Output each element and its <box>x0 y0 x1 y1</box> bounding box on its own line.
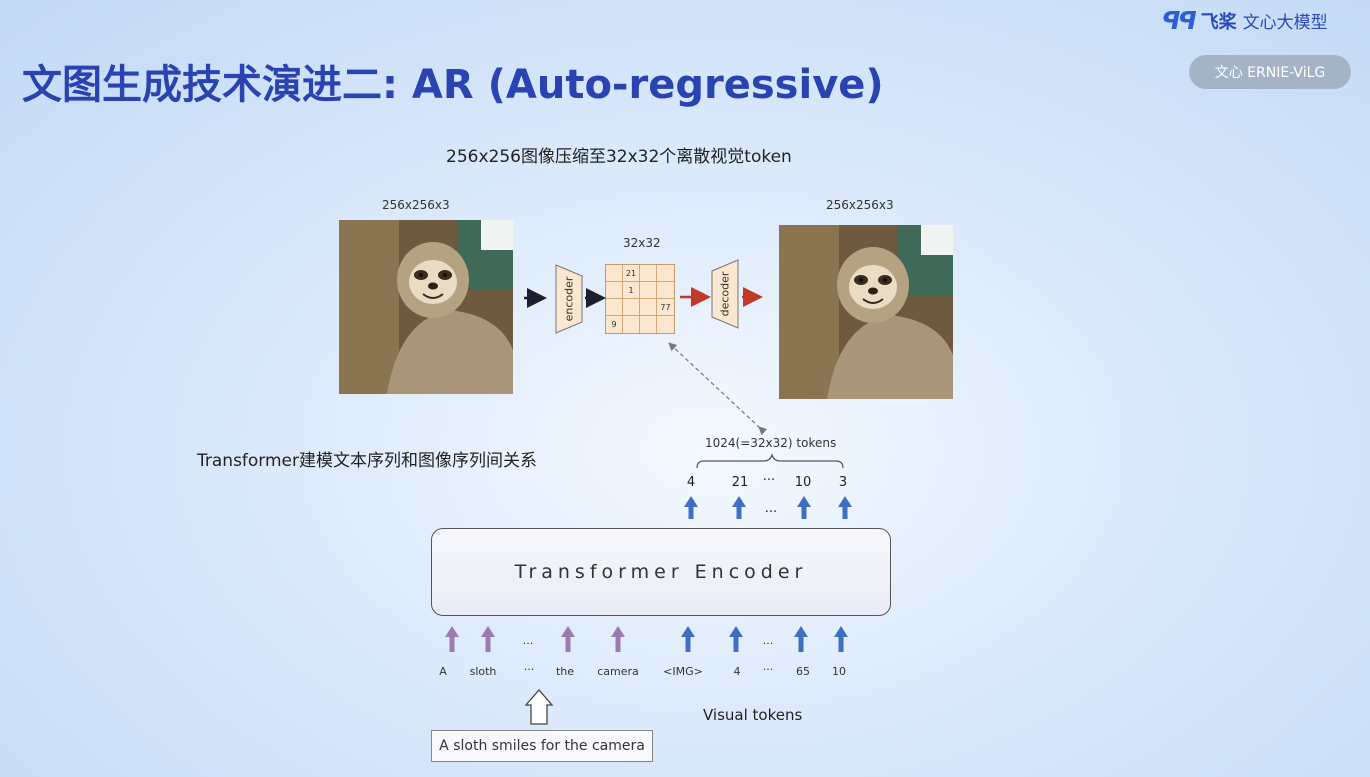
token-arrows <box>445 496 852 652</box>
grid-cell <box>657 265 674 282</box>
tokens-brace <box>696 453 844 469</box>
output-token-arrow <box>732 496 746 519</box>
input-token-img: <IMG> <box>663 665 703 678</box>
visual-token-arrow <box>729 626 743 652</box>
input-token: the <box>555 665 575 678</box>
visual-tokens-label: Visual tokens <box>703 706 803 724</box>
diagram-subtitle: 256x256图像压缩至32x32个离散视觉token <box>446 147 792 167</box>
visual-token-arrow <box>794 626 808 652</box>
input-token: A <box>439 665 447 678</box>
grid-cell <box>640 282 657 299</box>
text-token-arrow <box>561 626 575 652</box>
tokens-to-grid-dashed-link <box>668 342 768 436</box>
input-token-ellipsis: ··· <box>523 663 535 676</box>
grid-cell <box>606 299 623 316</box>
input-token: 65 <box>796 665 810 678</box>
grid-cell <box>640 265 657 282</box>
visual-arrows-ellipsis: ... <box>762 634 774 647</box>
text-token-arrow <box>481 626 495 652</box>
prompt-up-arrow <box>524 689 554 725</box>
text-arrows-ellipsis: ... <box>522 634 534 647</box>
grid-cell <box>623 299 640 316</box>
output-sloth-image <box>779 225 953 399</box>
logo-subtext: 文心大模型 <box>1242 13 1328 33</box>
slide-title: 文图生成技术演进二: AR (Auto-regressive) <box>22 62 884 108</box>
grid-cell: 21 <box>623 265 640 282</box>
grid-cell <box>640 316 657 333</box>
visual-token-arrow <box>681 626 695 652</box>
logo-text: 飞桨 <box>1200 11 1237 33</box>
output-token: 21 <box>731 475 749 490</box>
tokens-brace-label: 1024(=32x32) tokens <box>705 436 837 450</box>
input-size-label: 256x256x3 <box>382 198 450 212</box>
output-token: 3 <box>838 475 848 490</box>
input-token: 10 <box>832 665 846 678</box>
grid-cell <box>657 282 674 299</box>
output-token-arrow <box>838 496 852 519</box>
grid-cell: 9 <box>606 316 623 333</box>
ernie-vilg-badge: 文心 ERNIE-ViLG <box>1189 55 1351 89</box>
text-prompt-box: A sloth smiles for the camera <box>431 730 653 762</box>
transformer-encoder-block: Transformer Encoder <box>431 528 891 616</box>
visual-token-arrow <box>834 626 848 652</box>
text-token-arrow <box>611 626 625 652</box>
output-token-arrow <box>684 496 698 519</box>
grid-size-label: 32x32 <box>623 236 661 250</box>
input-token-ellipsis: ··· <box>762 663 774 676</box>
grid-cell <box>606 265 623 282</box>
decoder-block: decoder <box>711 259 739 329</box>
output-token-arrow <box>797 496 811 519</box>
grid-cell: 77 <box>657 299 674 316</box>
grid-cell <box>623 316 640 333</box>
output-token-ellipsis: ··· <box>762 473 776 488</box>
grid-cell: 1 <box>623 282 640 299</box>
text-token-arrow <box>445 626 459 652</box>
output-token: 4 <box>686 475 696 490</box>
brand-logo: ꟼꟼ 飞桨 文心大模型 <box>1162 6 1328 35</box>
paddle-logo-icon: ꟼꟼ <box>1162 6 1197 35</box>
grid-cell <box>640 299 657 316</box>
input-token: 4 <box>733 665 741 678</box>
output-arrows-ellipsis: ... <box>764 501 778 516</box>
output-size-label: 256x256x3 <box>826 198 894 212</box>
input-sloth-image <box>339 220 513 394</box>
output-token: 10 <box>794 475 812 490</box>
transformer-encoder-label: Transformer Encoder <box>514 561 808 583</box>
input-token: camera <box>597 665 639 678</box>
encoder-block: encoder <box>555 264 583 334</box>
grid-cell <box>606 282 623 299</box>
section-label: Transformer建模文本序列和图像序列间关系 <box>197 451 538 471</box>
input-token: sloth <box>469 665 497 678</box>
